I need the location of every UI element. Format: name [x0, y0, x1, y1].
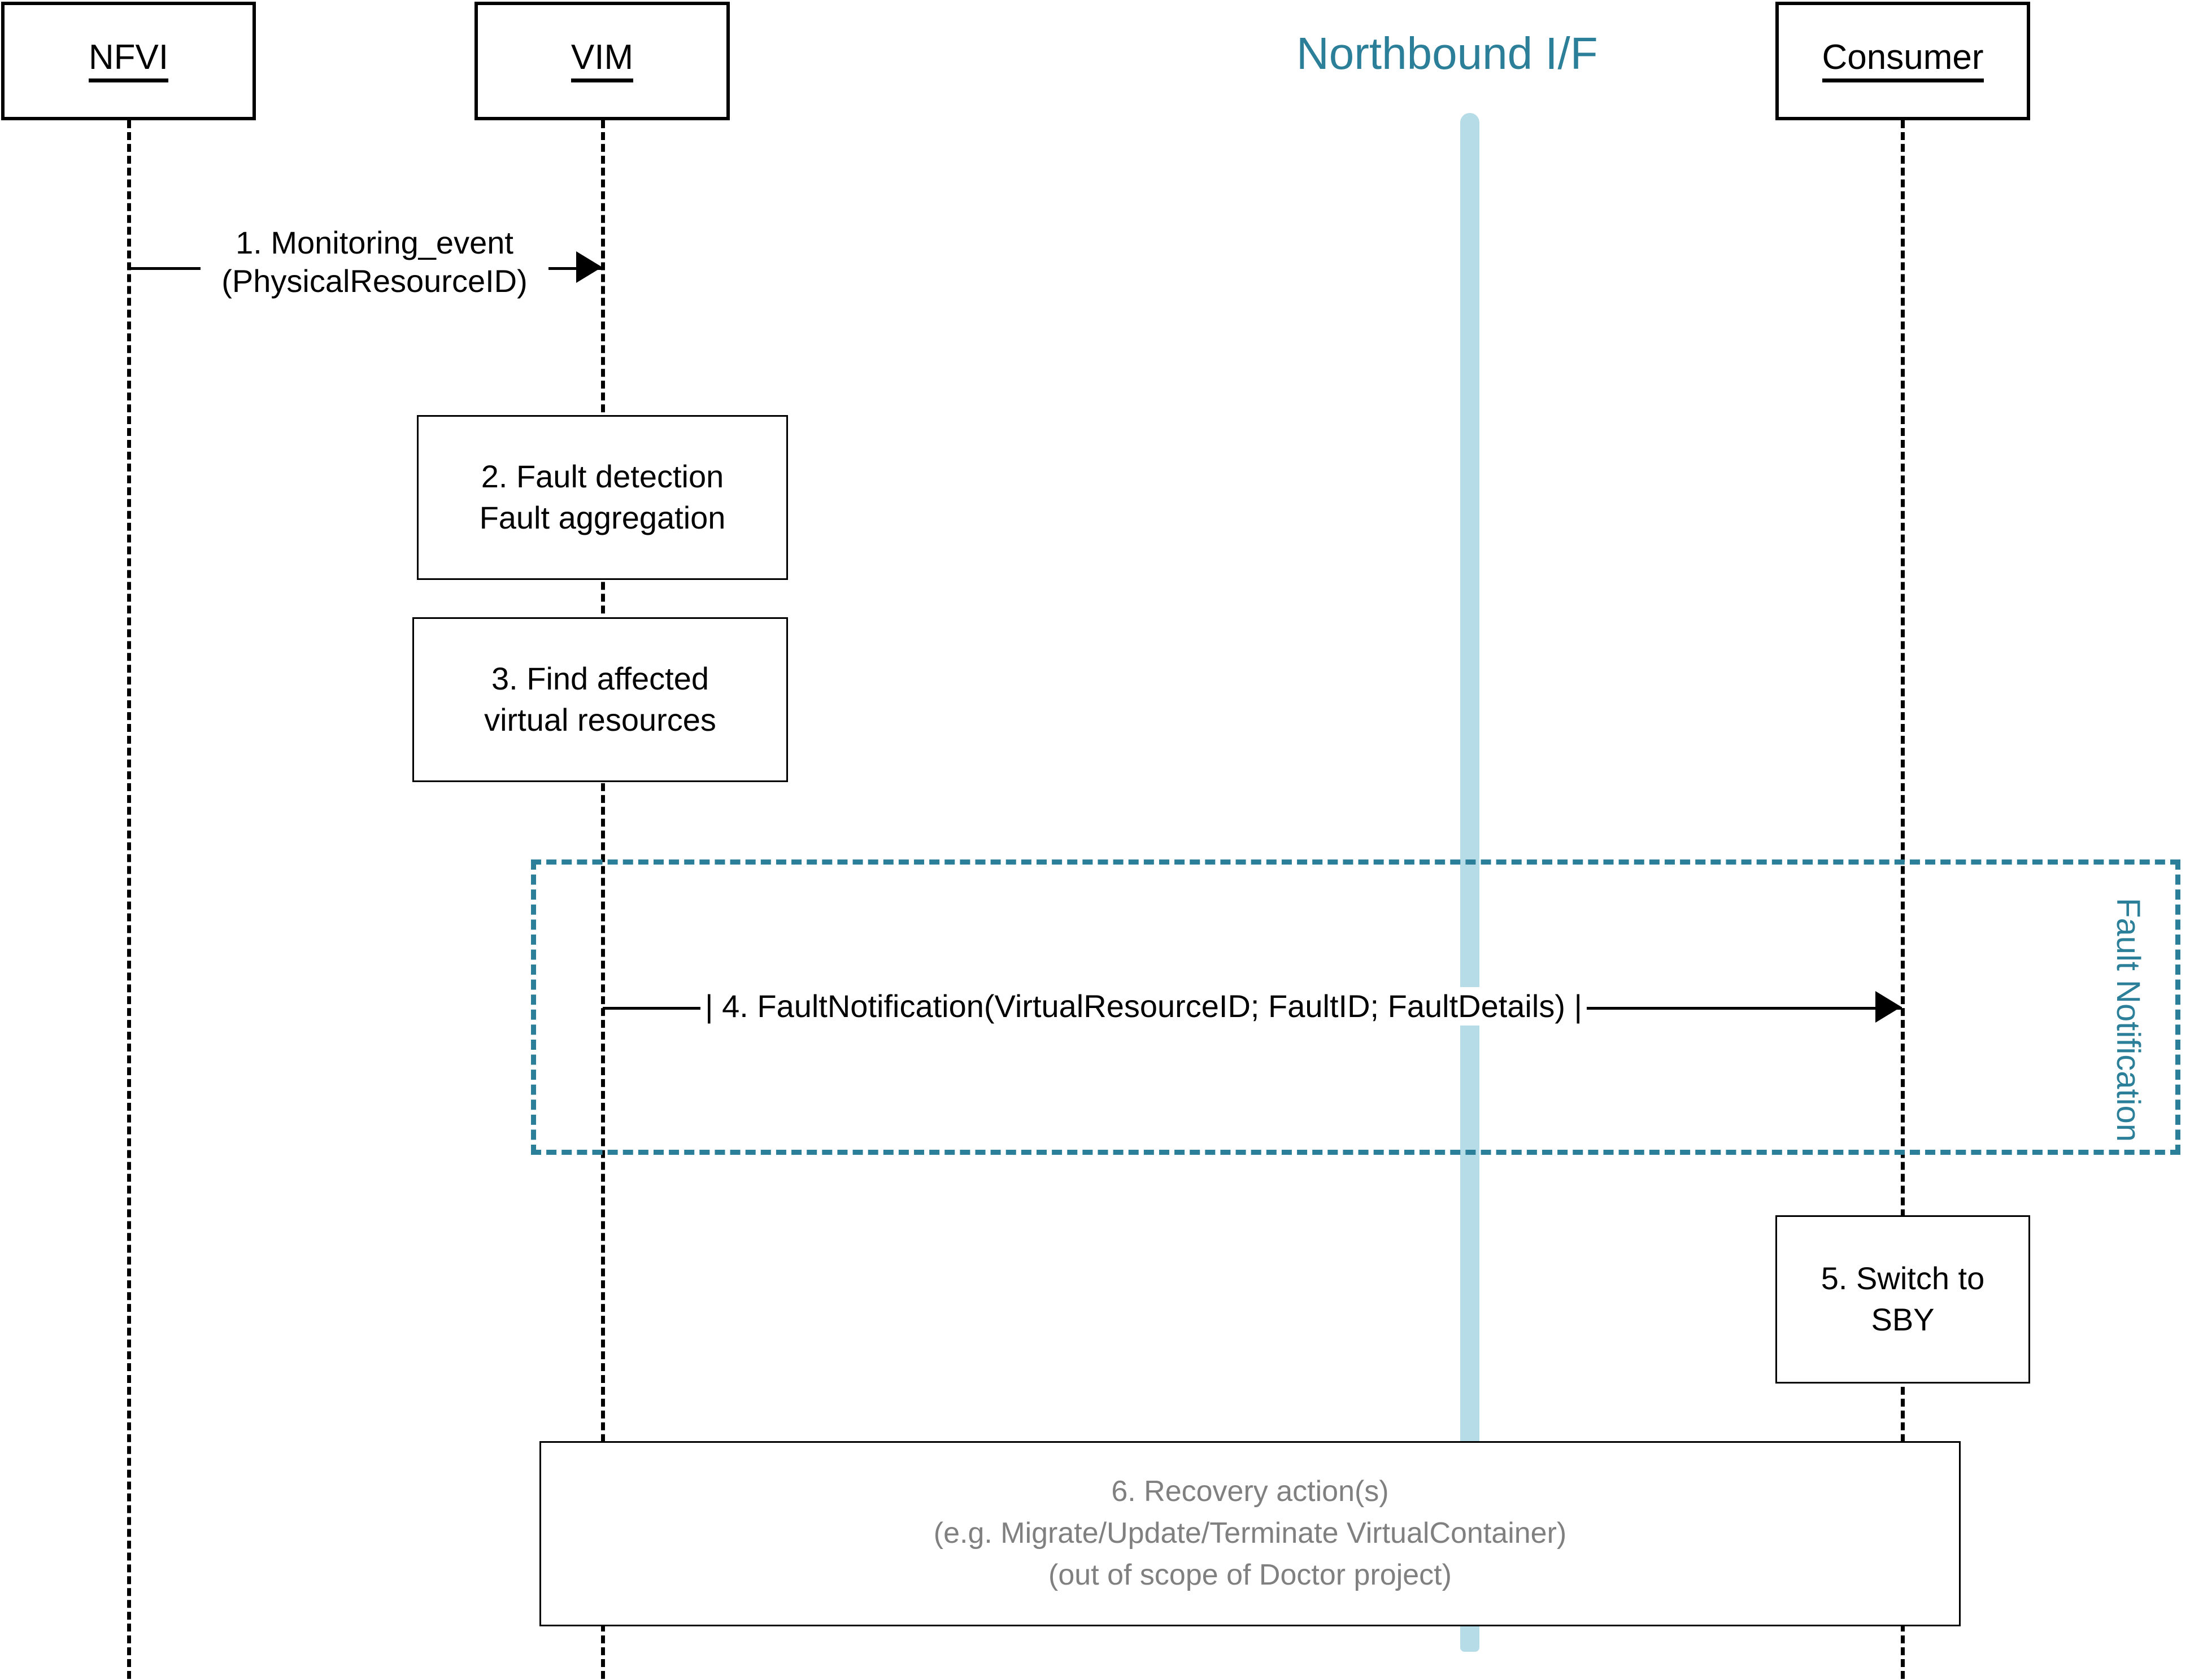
lifeline-label-consumer: Consumer [1822, 40, 1984, 82]
action-box-6[interactable]: 6. Recovery action(s) (e.g. Migrate/Upda… [539, 1441, 1961, 1626]
lifeline-label-nfvi: NFVI [88, 40, 169, 82]
action-box-6-line2: (e.g. Migrate/Update/Terminate VirtualCo… [933, 1517, 1567, 1550]
message-1-label-line1: 1. Monitoring_event [236, 225, 513, 260]
action-box-3-line2: virtual resources [484, 702, 716, 738]
action-box-6-line1: 6. Recovery action(s) [1111, 1475, 1389, 1508]
northbound-interface-bar [1460, 113, 1479, 1652]
lifeline-label-vim: VIM [571, 40, 634, 82]
message-1-label: 1. Monitoring_event (PhysicalResourceID) [201, 224, 548, 301]
fault-notification-fragment [531, 859, 2180, 1155]
action-box-2-line2: Fault aggregation [479, 500, 726, 535]
northbound-interface-title: Northbound I/F [1296, 28, 1598, 78]
message-4-arrowhead [1875, 991, 1901, 1023]
lifeline-vim [601, 120, 605, 1679]
action-box-5[interactable]: 5. Switch to SBY [1775, 1215, 2030, 1384]
lifeline-head-vim[interactable]: VIM [474, 2, 730, 120]
lifeline-nfvi [127, 120, 131, 1679]
message-1-label-line2: (PhysicalResourceID) [221, 263, 528, 299]
action-box-6-line3: (out of scope of Doctor project) [1048, 1558, 1452, 1591]
message-4-label-line1: | 4. FaultNotification(VirtualResourceID… [705, 988, 1583, 1024]
fragment-label-text: Fault Notification [2110, 898, 2147, 1142]
lifeline-consumer [1901, 120, 1905, 1679]
lifeline-head-nfvi[interactable]: NFVI [1, 2, 256, 120]
action-box-3-line1: 3. Find affected [491, 661, 709, 697]
fault-notification-fragment-label: Fault Notification [2109, 898, 2147, 1142]
lifeline-head-consumer[interactable]: Consumer [1775, 2, 2030, 120]
action-box-2-line1: 2. Fault detection [481, 459, 724, 495]
message-4-label: | 4. FaultNotification(VirtualResourceID… [700, 987, 1587, 1026]
message-1-arrowhead [576, 251, 602, 283]
action-box-2[interactable]: 2. Fault detection Fault aggregation [417, 415, 788, 580]
action-box-5-line1: 5. Switch to [1821, 1260, 1985, 1297]
action-box-3[interactable]: 3. Find affected virtual resources [412, 617, 788, 782]
action-box-5-line2: SBY [1871, 1302, 1935, 1337]
